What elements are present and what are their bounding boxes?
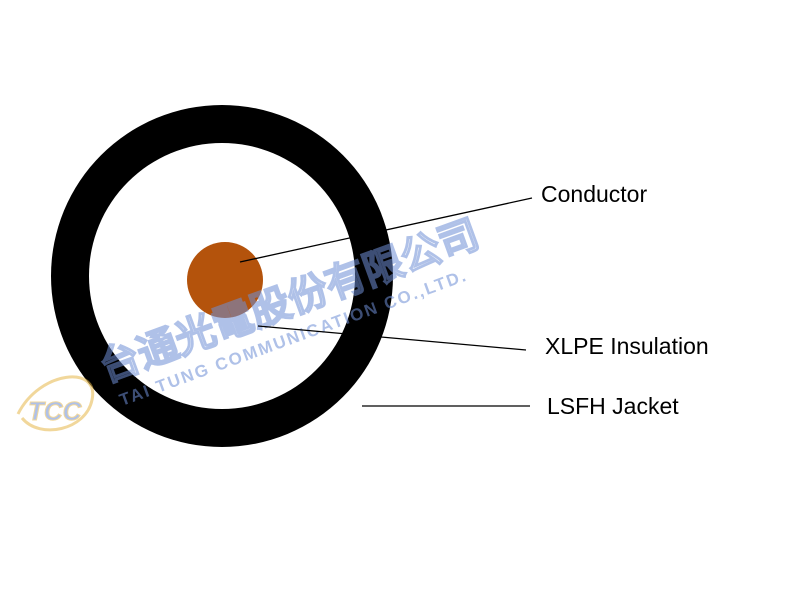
conductor-leader-line xyxy=(239,197,533,263)
jacket-label: LSFH Jacket xyxy=(547,393,679,419)
insulation-leader-line xyxy=(257,325,527,351)
conductor-label: Conductor xyxy=(541,181,647,207)
watermark-logo: TCC xyxy=(16,375,95,432)
watermark-logo-text: TCC xyxy=(28,396,83,426)
insulation-label: XLPE Insulation xyxy=(545,333,709,359)
